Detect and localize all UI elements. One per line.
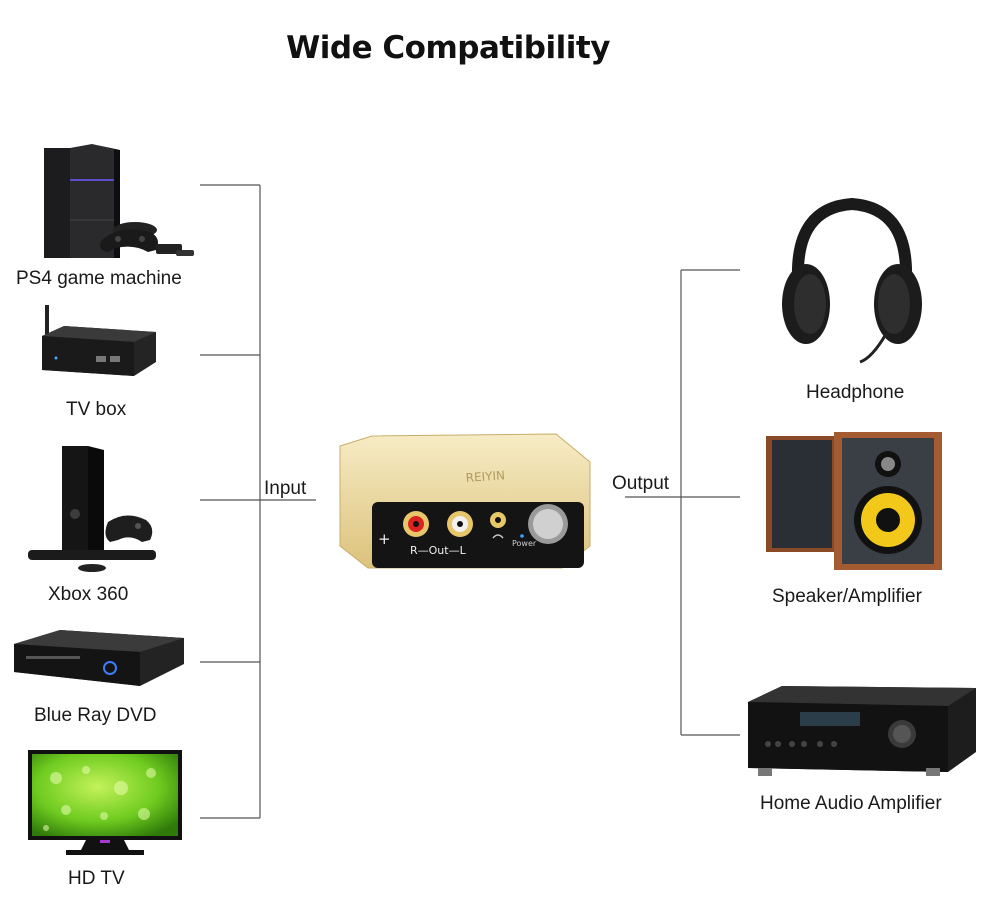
output-device-label: Home Audio Amplifier	[760, 793, 942, 814]
output-device-label: Headphone	[806, 382, 905, 403]
input-device-label: TV box	[66, 399, 127, 420]
input-device-label: Blue Ray DVD	[34, 705, 157, 726]
dvd-player-icon	[14, 630, 184, 686]
power-label: Power	[512, 539, 537, 548]
av-receiver-icon	[748, 686, 976, 776]
output-label: Output	[612, 473, 670, 494]
input-device-label: Xbox 360	[48, 584, 129, 605]
output-device-label: Speaker/Amplifier	[772, 586, 922, 607]
xbox-360-icon	[28, 446, 156, 572]
headphone-icon	[782, 197, 922, 364]
audio-converter-device: REIYIN + R—Out—L Power	[339, 433, 591, 569]
hd-tv-icon	[28, 750, 182, 855]
headphone-jack-icon	[492, 534, 504, 539]
input-device-label: HD TV	[68, 868, 125, 889]
ps4-console-icon	[44, 144, 194, 258]
input-device-label: PS4 game machine	[16, 268, 182, 289]
speaker-icon	[766, 432, 942, 570]
brand-text: REIYIN	[465, 468, 505, 485]
page-title: Wide Compatibility	[286, 30, 610, 66]
tv-box-icon	[42, 305, 156, 376]
plus-sign: +	[378, 530, 391, 548]
port-label: R—Out—L	[410, 544, 467, 557]
input-label: Input	[264, 478, 307, 499]
